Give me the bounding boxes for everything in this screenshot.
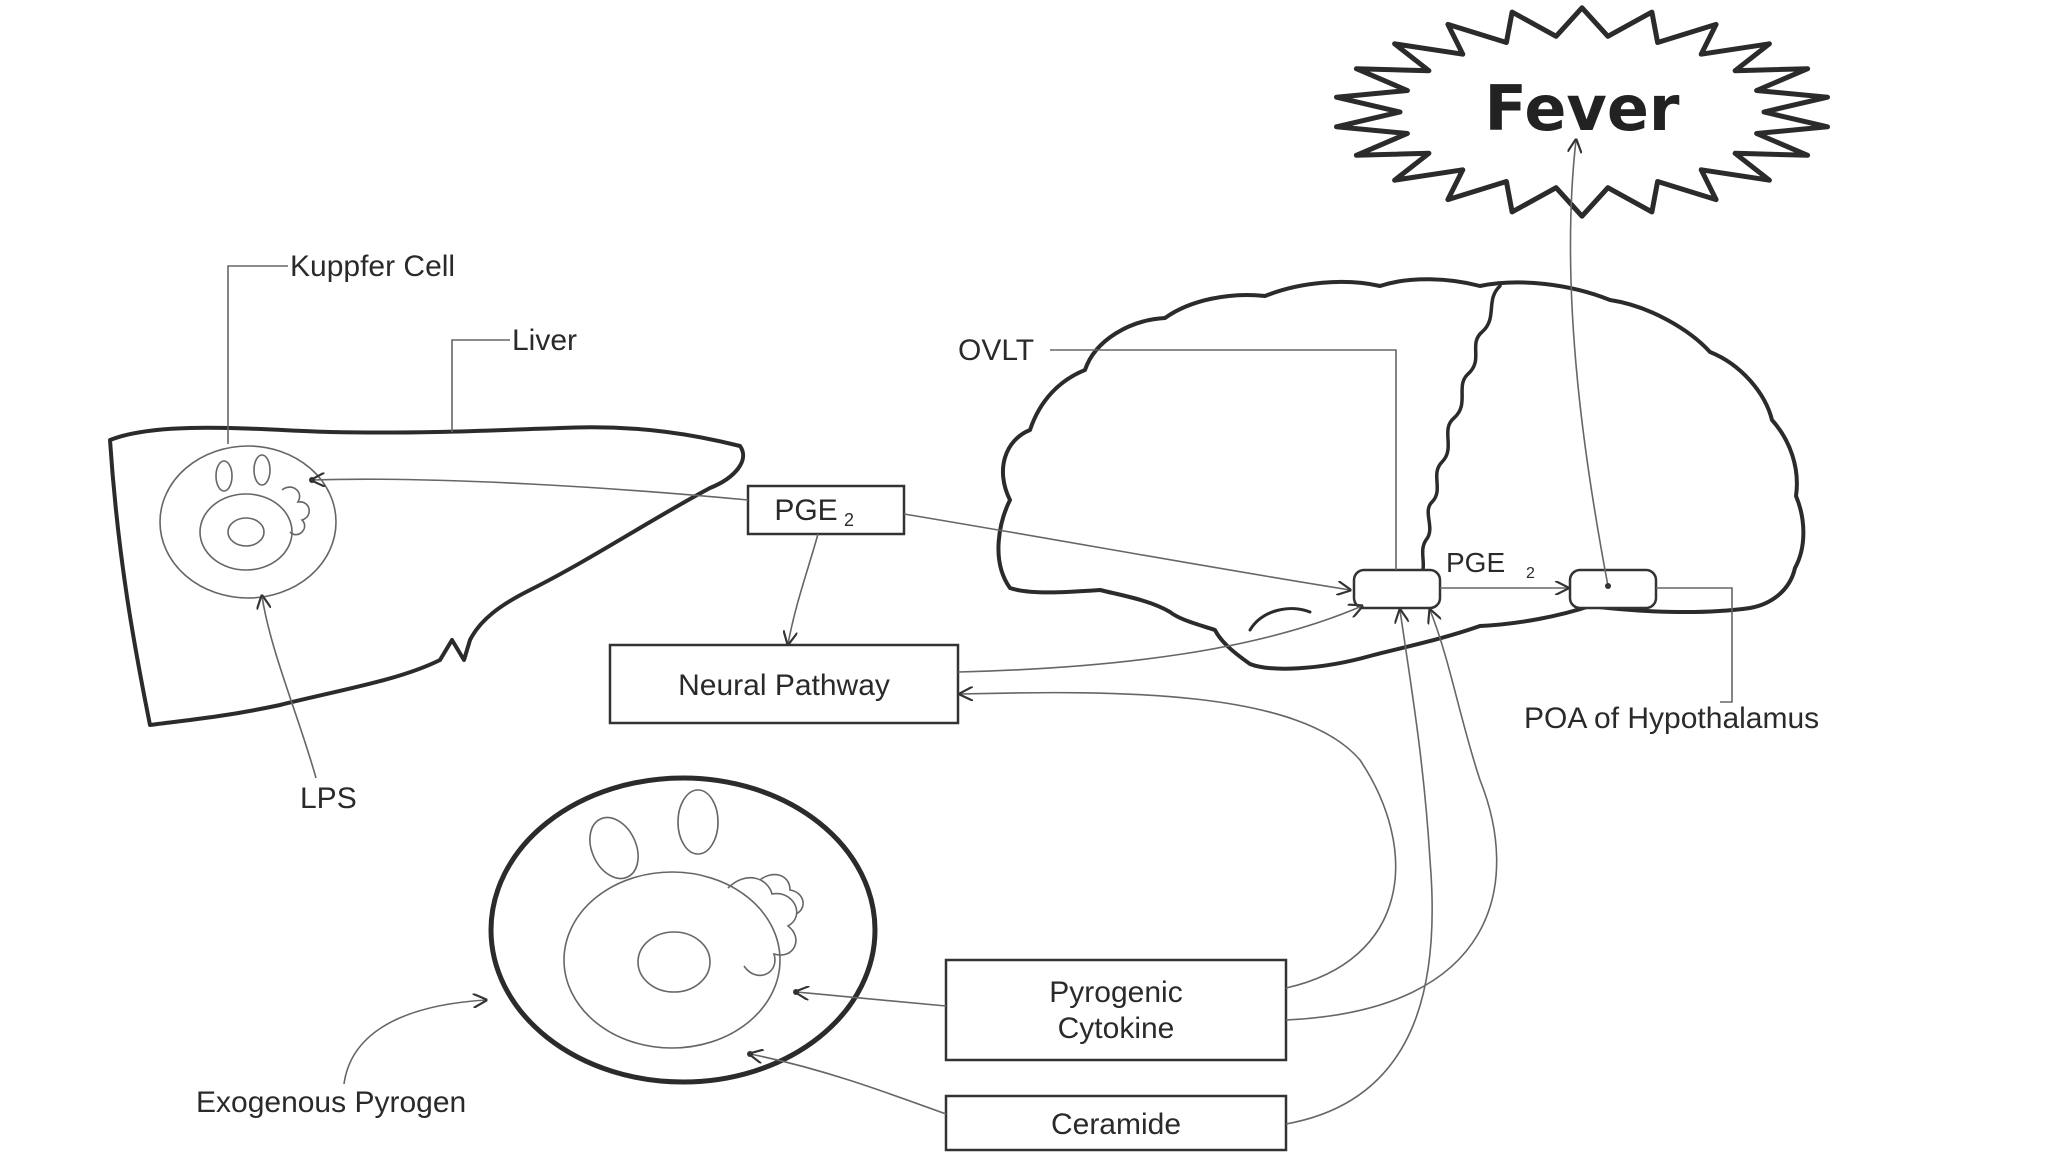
pge2-liver-label: PGE	[774, 494, 837, 527]
liver-label: Liver	[512, 324, 577, 357]
poa-leader	[1656, 587, 1733, 703]
pge2-brain-sub: 2	[1526, 565, 1535, 582]
lps-label: LPS	[300, 782, 357, 815]
kuppfer-cell	[159, 445, 337, 599]
exogenous-pyrogen-label: Exogenous Pyrogen	[196, 1086, 466, 1119]
pge2-brain-label: PGE	[1446, 547, 1505, 578]
ovlt-label: OVLT	[958, 334, 1034, 367]
liver-leader	[451, 339, 510, 432]
arrows	[262, 140, 1611, 1125]
immune-cell	[488, 775, 878, 1085]
neural-pathway-label: Neural Pathway	[678, 669, 890, 702]
kuppfer-cell-label: Kuppfer Cell	[290, 250, 455, 283]
brain-sulcus	[1418, 284, 1502, 578]
pyrogenic-cytokine-box: Pyrogenic Cytokine	[944, 958, 1288, 1062]
fever-starburst: Fever	[1334, 5, 1830, 219]
ceramide-box: Ceramide	[944, 1094, 1288, 1152]
fever-label: Fever	[1485, 72, 1680, 145]
pyrogenic-label: Pyrogenic	[1049, 976, 1182, 1009]
neural-pathway-box: Neural Pathway	[608, 643, 960, 725]
brain-outline	[996, 277, 1806, 671]
pge2-liver-box: PGE 2	[746, 484, 906, 536]
ovlt-node	[1352, 568, 1442, 610]
ovlt-leader	[1050, 349, 1397, 570]
brain-fold	[1248, 607, 1312, 632]
liver-outline	[108, 425, 746, 727]
poa-label: POA of Hypothalamus	[1524, 702, 1819, 735]
ceramide-label: Ceramide	[1051, 1108, 1181, 1141]
pge2-liver-sub: 2	[844, 510, 854, 530]
kuppfer-leader	[227, 265, 288, 444]
poa-node	[1568, 568, 1658, 610]
cytokine-label: Cytokine	[1058, 1012, 1175, 1045]
